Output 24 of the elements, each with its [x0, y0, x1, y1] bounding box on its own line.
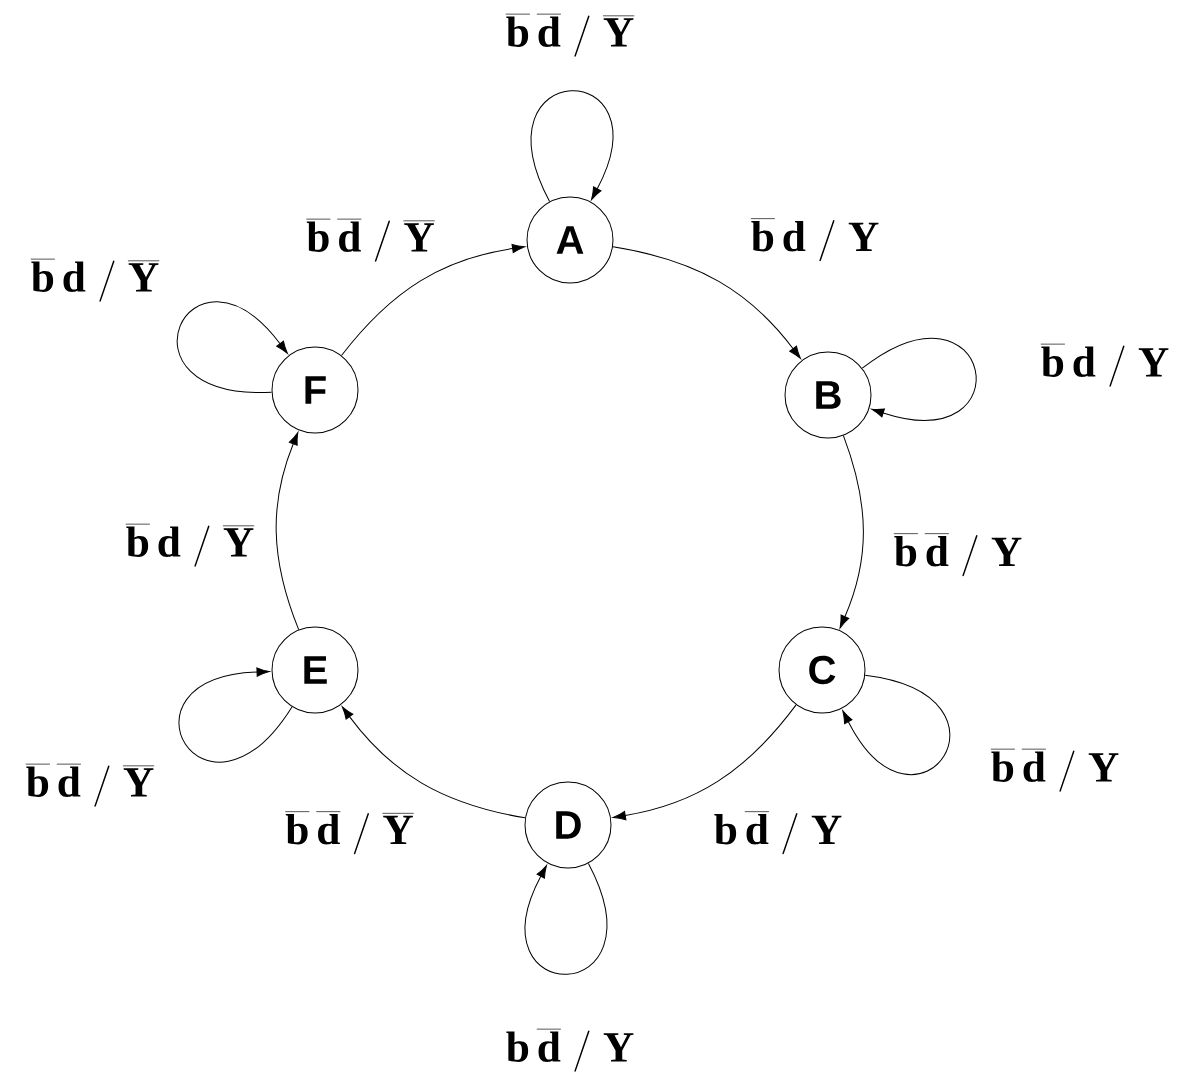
arrow: [341, 243, 526, 356]
edge-label: $\overline{\mathbf{b}}\,\overline{\mathbf{d}}\;/\;\overline{\mathbf{Y}}$: [283, 809, 416, 857]
edge-label: $\overline{\mathbf{b}}\,\overline{\mathbf{d}}\;/\;\overline{\mathbf{Y}}$: [504, 11, 636, 59]
edge-label: $\overline{\mathbf{b}}\,\overline{\mathbf{d}}\;/\;\mathbf{Y}$: [892, 530, 1024, 579]
arrow: [524, 862, 608, 975]
arrow: [612, 246, 801, 359]
arrow: [861, 338, 977, 421]
arrow: [530, 90, 614, 203]
edge-label: $\mathbf{b}\,\overline{\mathbf{d}}\;/\;\mathbf{Y}$: [712, 809, 844, 857]
edge-label: $\overline{\mathbf{b}}\,\overline{\mathbf{d}}\;/\;\overline{\mathbf{Y}}$: [24, 761, 156, 809]
edge-label: $\overline{\mathbf{b}}\,\overline{\mathbf{d}}\;/\;\overline{\mathbf{Y}}$: [304, 216, 437, 264]
arrow: [612, 704, 797, 821]
arrow: [341, 706, 526, 819]
arrow: [839, 435, 864, 629]
edge-label: $\overline{\mathbf{b}}\,\mathbf{d}\;/\;\overline{\mathbf{Y}}$: [124, 521, 256, 569]
edge-label: $\mathbf{b}\,\overline{\mathbf{d}}\;/\;\mathbf{Y}$: [504, 1026, 636, 1074]
arrow: [179, 667, 293, 762]
edge-label: $\overline{\mathbf{b}}\,\overline{\mathbf{d}}\;/\;\mathbf{Y}$: [989, 746, 1121, 794]
edge-label: $\overline{\mathbf{b}}\,\mathbf{d}\;/\;\mathbf{Y}$: [1039, 341, 1171, 389]
edge-label: $\overline{\mathbf{b}}\,\mathbf{d}\;/\;\overline{\mathbf{Y}}$: [29, 256, 161, 304]
edge-label: $\overline{\mathbf{b}}\,\mathbf{d}\;/\;\mathbf{Y}$: [749, 215, 881, 264]
arrow: [842, 674, 950, 775]
arrow: [275, 431, 300, 631]
arrow: [176, 301, 288, 393]
